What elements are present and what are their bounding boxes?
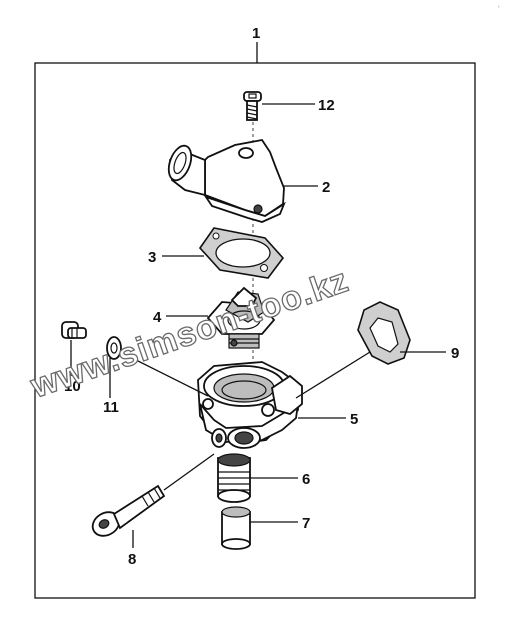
- callout-9: 9: [451, 345, 459, 362]
- diagram-frame: [34, 62, 476, 599]
- callout-2: 2: [322, 179, 330, 196]
- callout-7: 7: [302, 515, 310, 532]
- part-9-flange-gasket: [357, 301, 411, 365]
- part-8-long-bolt: [91, 484, 166, 537]
- part-3-gasket: [198, 227, 285, 279]
- callout-10: 10: [64, 378, 81, 395]
- callout-12: 12: [318, 97, 335, 114]
- bolt-axis: [163, 453, 215, 491]
- callout-3: 3: [148, 249, 156, 266]
- part-7-sleeve: [221, 506, 251, 550]
- corner-mark: ʼ: [498, 5, 500, 14]
- callout-1: 1: [252, 25, 260, 42]
- part-10-plug: [61, 321, 87, 339]
- callout-8: 8: [128, 551, 136, 568]
- part-12-screw: [243, 91, 262, 121]
- callout-11: 11: [103, 399, 119, 416]
- callout-5: 5: [350, 411, 358, 428]
- callout-6: 6: [302, 471, 310, 488]
- leader-9-link: [295, 351, 371, 399]
- part-5-thermostat-housing: [197, 361, 303, 449]
- part-11-washer: [106, 336, 122, 360]
- callout-4: 4: [153, 309, 162, 326]
- axis-10-11: [119, 351, 209, 397]
- part-4-thermostat: [206, 286, 276, 349]
- part-6-sleeve: [217, 453, 251, 503]
- part-2-housing-cover: [167, 139, 286, 223]
